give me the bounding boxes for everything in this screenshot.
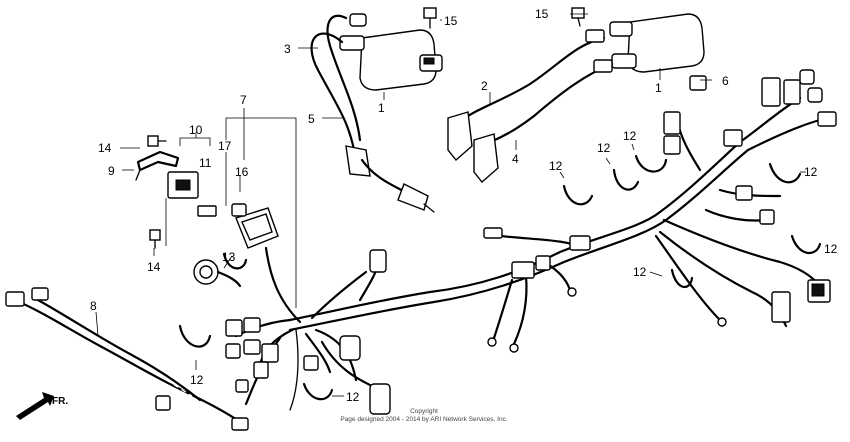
callout-3: 3 bbox=[284, 42, 291, 56]
callout-12-a: 12 bbox=[549, 159, 563, 173]
callout-12-g: 12 bbox=[190, 373, 204, 387]
callout-1-left: 1 bbox=[378, 101, 385, 115]
harness-connectors bbox=[225, 69, 837, 415]
callout-17: 17 bbox=[218, 139, 232, 153]
callout-12-c: 12 bbox=[623, 129, 637, 143]
leader-lines bbox=[95, 13, 806, 397]
callout-12-f: 12 bbox=[633, 265, 647, 279]
callout-4: 4 bbox=[512, 152, 519, 166]
relay-11 bbox=[167, 171, 217, 217]
bolts bbox=[147, 7, 585, 249]
callout-10: 10 bbox=[189, 123, 203, 137]
callout-12-h: 12 bbox=[346, 390, 360, 404]
callout-12-e: 12 bbox=[824, 242, 838, 256]
callout-1-right: 1 bbox=[655, 81, 662, 95]
callout-6: 6 bbox=[722, 74, 729, 88]
callout-2: 2 bbox=[481, 79, 488, 93]
callout-12-d: 12 bbox=[804, 165, 818, 179]
clips-12 bbox=[178, 154, 822, 401]
bracket-9 bbox=[135, 150, 180, 181]
callout-numbers: 1 1 2 3 4 5 6 7 8 9 10 11 12 12 12 12 12… bbox=[90, 7, 838, 404]
callout-11: 11 bbox=[199, 156, 212, 170]
callout-5: 5 bbox=[308, 112, 315, 126]
ignition-coil-right bbox=[609, 13, 705, 73]
regulator-rectifier bbox=[235, 207, 279, 249]
callout-14-b: 14 bbox=[147, 260, 161, 274]
callout-16: 16 bbox=[235, 165, 249, 179]
svg-text:FR.: FR. bbox=[52, 396, 68, 407]
callout-8: 8 bbox=[90, 299, 97, 313]
svg-text:Copyright: Copyright bbox=[410, 408, 438, 415]
callout-9: 9 bbox=[108, 164, 115, 178]
front-direction-arrow: FR. bbox=[16, 392, 68, 420]
callout-13: 13 bbox=[222, 250, 236, 264]
sub-harness-8 bbox=[5, 287, 249, 431]
callout-7: 7 bbox=[240, 93, 247, 107]
callout-15-a: 15 bbox=[444, 14, 458, 28]
callout-14-a: 14 bbox=[98, 141, 112, 155]
spark-plug-lead-4 bbox=[473, 59, 614, 184]
part-16 bbox=[231, 203, 247, 217]
spark-plug-lead-left bbox=[310, 14, 435, 213]
callout-15-b: 15 bbox=[535, 7, 549, 21]
callout-12-b: 12 bbox=[597, 141, 611, 155]
horn-13 bbox=[193, 259, 242, 288]
spark-plug-lead-2 bbox=[447, 29, 606, 162]
copyright-notice: Copyright Page designed 2004 - 2014 by A… bbox=[340, 408, 507, 423]
ignition-coil-left bbox=[339, 13, 443, 91]
svg-text:Page designed 2004 - 2014 by A: Page designed 2004 - 2014 by ARI Network… bbox=[340, 416, 507, 423]
